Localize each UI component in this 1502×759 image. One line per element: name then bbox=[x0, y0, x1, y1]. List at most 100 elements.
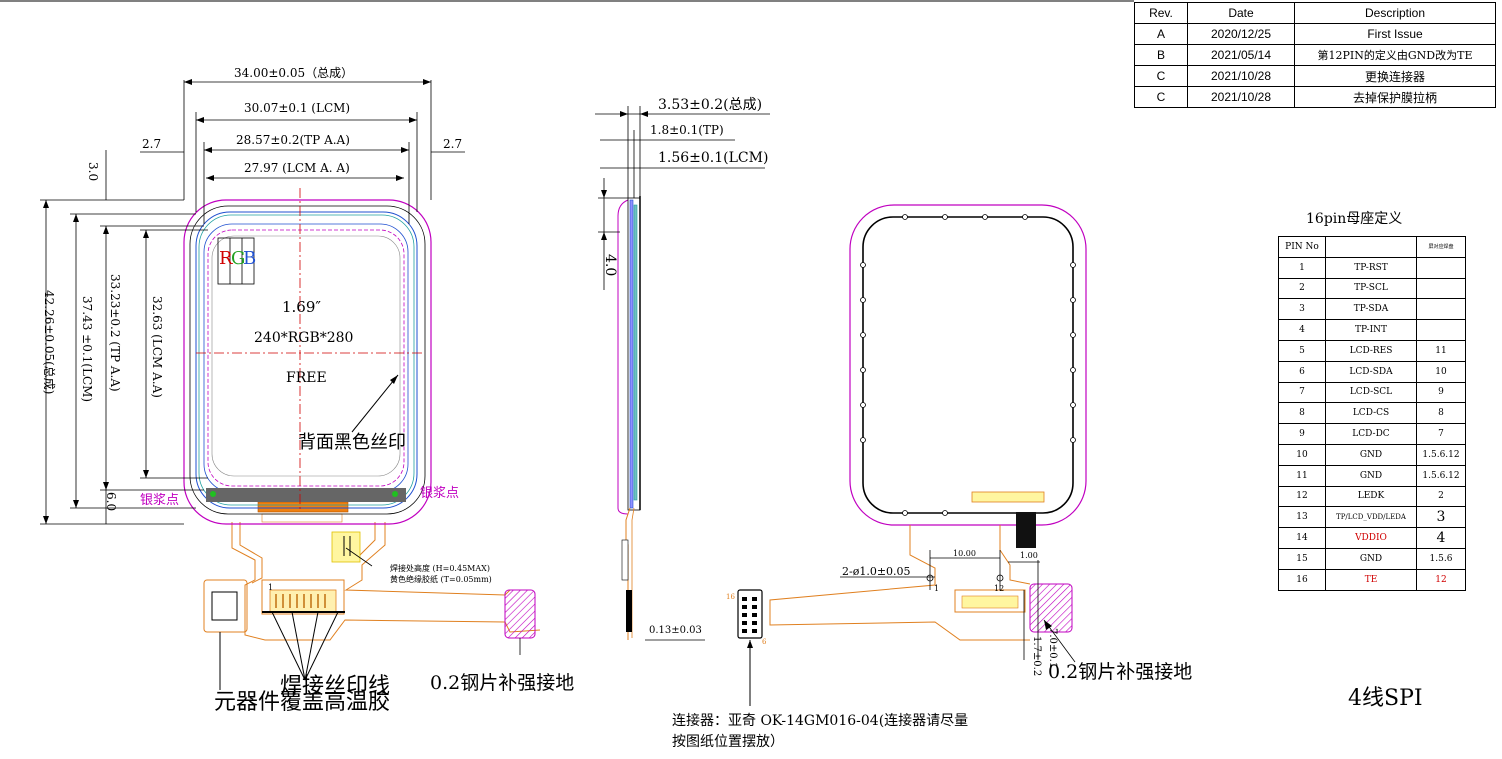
pin-no: 11 bbox=[1278, 464, 1326, 487]
pin-ref: 4 bbox=[1416, 527, 1466, 549]
pin-name: TP-RST bbox=[1325, 256, 1417, 279]
dim-bottom-margin: 6.0 bbox=[104, 492, 118, 512]
pin-no: 6 bbox=[1278, 360, 1326, 383]
pin-header-row: PIN No 屏对应焊盘 bbox=[1278, 236, 1466, 258]
pin-name: LCD-SDA bbox=[1325, 360, 1417, 383]
size-label: 1.69″ bbox=[282, 298, 322, 316]
pin-name: LCD-DC bbox=[1325, 423, 1417, 445]
pin-ref: 3 bbox=[1416, 506, 1466, 529]
rev-header: Rev. bbox=[1134, 2, 1188, 24]
revision-table: Rev. Date Description A 2020/12/25 First… bbox=[1134, 2, 1496, 108]
pin-no: 8 bbox=[1278, 402, 1326, 425]
dim-vertical-b: 1.7±0.2 bbox=[1031, 636, 1042, 677]
pin-no: 10 bbox=[1278, 443, 1326, 466]
dim-lcm-thickness: 1.56±0.1(LCM) bbox=[658, 150, 769, 166]
pin-name-header bbox=[1325, 236, 1417, 258]
pin-ref: 9 bbox=[1416, 381, 1466, 404]
description-cell: 第12PIN的定义由GND改为TE bbox=[1294, 44, 1496, 66]
pin-name: GND bbox=[1325, 443, 1417, 466]
pin-ref-header: 屏对应焊盘 bbox=[1416, 236, 1466, 258]
free-label: FREE bbox=[286, 370, 327, 386]
front-view bbox=[40, 79, 541, 690]
dim-lcm-aa-width: 27.97 (LCM A. A) bbox=[244, 161, 350, 175]
back-pin-1: 1 bbox=[934, 584, 940, 593]
rev-cell: C bbox=[1134, 65, 1188, 87]
dim-tp-aa-width: 28.57±0.2(TP A.A) bbox=[236, 133, 350, 147]
rgb-g-label: G bbox=[231, 248, 246, 269]
pin-ref bbox=[1416, 298, 1466, 321]
pin-no: 15 bbox=[1278, 547, 1326, 570]
pin-name: VDDIO bbox=[1325, 527, 1417, 549]
pin-name: TP-SCL bbox=[1325, 277, 1417, 300]
stiffener-note-front: 0.2钢片补强接地 bbox=[430, 672, 575, 694]
date-cell: 2021/10/28 bbox=[1187, 65, 1295, 87]
connector-pin-left: 16 bbox=[726, 593, 735, 601]
dim-pitch: 10.00 bbox=[953, 549, 976, 558]
rgb-r-label: R bbox=[219, 248, 233, 269]
description-cell: First Issue bbox=[1294, 23, 1496, 45]
pin-no: 13 bbox=[1278, 506, 1326, 529]
pin-ref bbox=[1416, 277, 1466, 300]
dim-fpc-thickness: 0.13±0.03 bbox=[649, 625, 702, 636]
pin-ref bbox=[1416, 256, 1466, 279]
description-header: Description bbox=[1294, 2, 1496, 24]
pin-no-header: PIN No bbox=[1278, 236, 1326, 258]
dim-lcm-aa-height: 32.63 (LCM A.A) bbox=[150, 296, 164, 398]
dim-total-height: 42.26±0.05(总成) bbox=[42, 290, 56, 395]
solder-print-note: 焊接丝印线 bbox=[280, 674, 391, 699]
pin-ref: 12 bbox=[1416, 568, 1466, 591]
dim-tp-thickness: 1.8±0.1(TP) bbox=[650, 123, 724, 137]
pin-name: TE bbox=[1325, 568, 1417, 591]
connector-pin-bottom: 6 bbox=[762, 638, 767, 646]
tape-note: 黄色绝缘胶纸 (T=0.05mm) bbox=[390, 575, 492, 584]
pin-no: 9 bbox=[1278, 423, 1326, 445]
pin-name: LCD-RES bbox=[1325, 339, 1417, 362]
front-pin-1: 1 bbox=[268, 583, 274, 592]
side-view bbox=[595, 106, 770, 641]
pin-name: TP-SDA bbox=[1325, 298, 1417, 321]
date-cell: 2021/05/14 bbox=[1187, 44, 1295, 66]
pin-name: TP-INT bbox=[1325, 319, 1417, 341]
pin-name: LCD-CS bbox=[1325, 402, 1417, 425]
pin-no: 12 bbox=[1278, 485, 1326, 508]
pin-ref: 10 bbox=[1416, 360, 1466, 383]
silver-paste-left: 银浆点 bbox=[140, 493, 180, 508]
rgb-b-label: B bbox=[243, 248, 257, 269]
pin-no: 5 bbox=[1278, 339, 1326, 362]
pin-name: GND bbox=[1325, 464, 1417, 487]
pin-no: 16 bbox=[1278, 568, 1326, 591]
pin-ref: 1.5.6.12 bbox=[1416, 464, 1466, 487]
pin-no: 4 bbox=[1278, 319, 1326, 341]
revision-header-row: Rev. Date Description bbox=[1134, 2, 1496, 24]
pin-no: 2 bbox=[1278, 277, 1326, 300]
revision-row: C 2021/10/28 去掉保护膜拉柄 bbox=[1134, 86, 1496, 108]
rev-cell: C bbox=[1134, 86, 1188, 108]
solder-height-note: 焊接处高度 (H=0.45MAX) bbox=[390, 564, 490, 573]
stiffener-note-back: 0.2钢片补强接地 bbox=[1048, 661, 1193, 683]
revision-row: C 2021/10/28 更换连接器 bbox=[1134, 65, 1496, 87]
dim-lcm-width: 30.07±0.1 (LCM) bbox=[244, 101, 351, 115]
connector-note-line1: 连接器：亚奇 OK-14GM016-04(连接器请尽量 bbox=[672, 713, 969, 729]
dim-lcm-height: 37.43 ±0.1(LCM) bbox=[80, 296, 94, 403]
rev-cell: B bbox=[1134, 44, 1188, 66]
silver-paste-right: 银浆点 bbox=[420, 486, 460, 501]
dim-top-margin: 3.0 bbox=[86, 162, 100, 182]
pin-no: 3 bbox=[1278, 298, 1326, 321]
dim-hole: 2-ø1.0±0.05 bbox=[842, 565, 911, 578]
dim-total-thickness: 3.53±0.2(总成) bbox=[658, 97, 763, 113]
date-cell: 2021/10/28 bbox=[1187, 86, 1295, 108]
connector-note-line2: 按图纸位置摆放） bbox=[672, 734, 784, 750]
dim-small: 1.00 bbox=[1020, 551, 1038, 560]
date-cell: 2020/12/25 bbox=[1187, 23, 1295, 45]
